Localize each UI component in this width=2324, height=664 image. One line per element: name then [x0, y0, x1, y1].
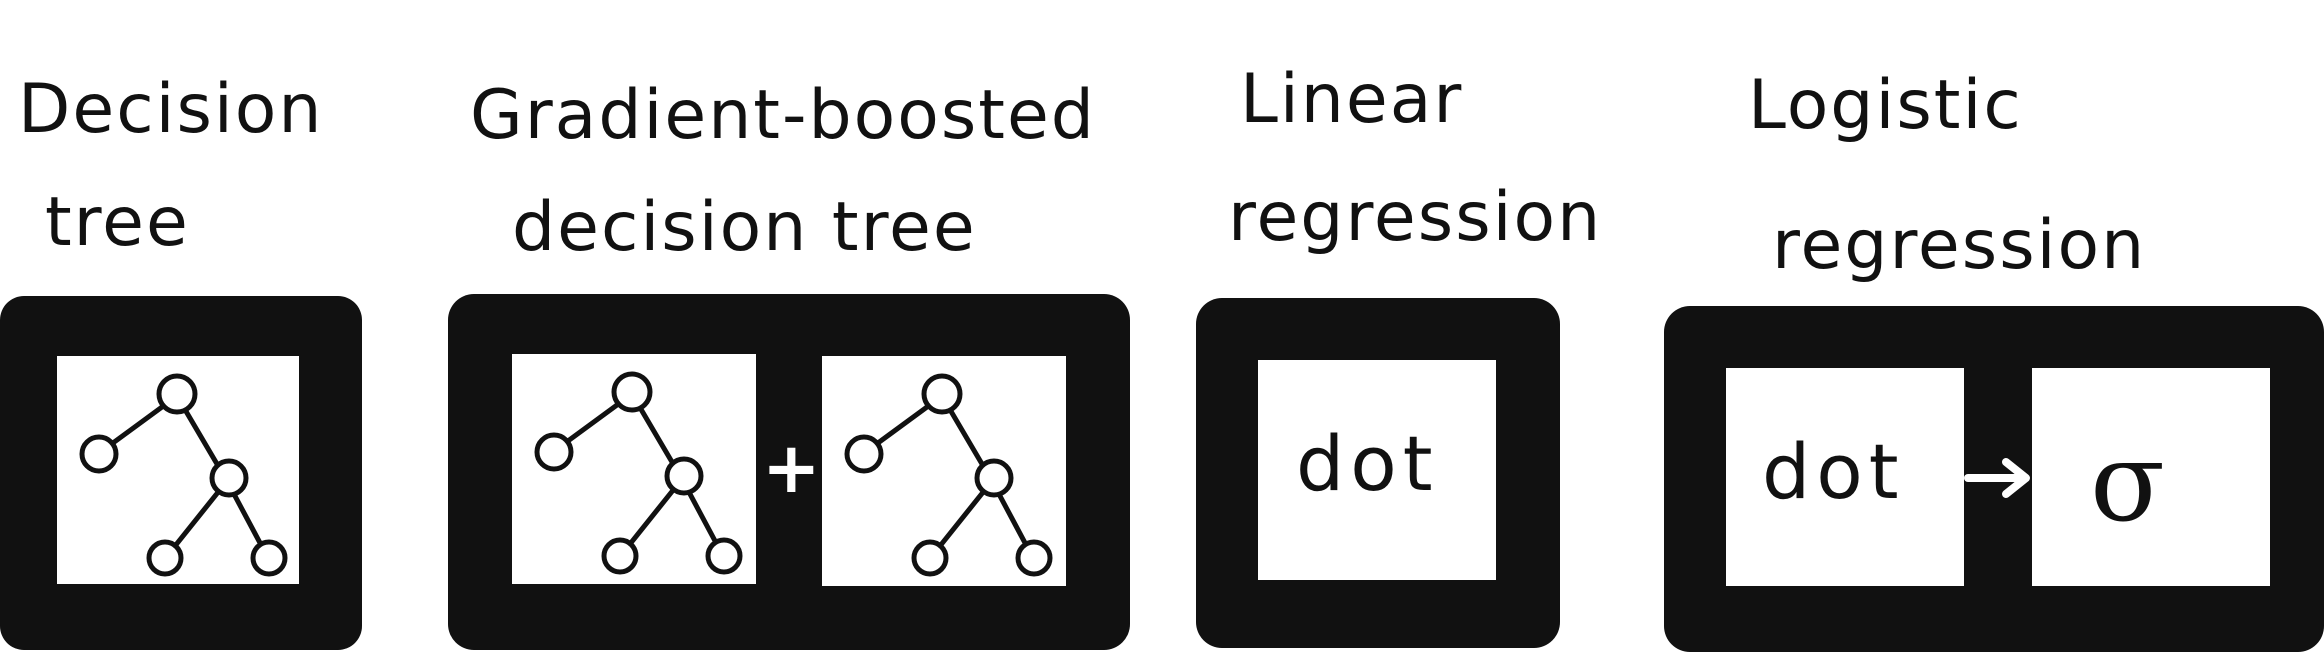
right-arrow-icon [1964, 458, 2030, 498]
sigma-icon: σ [2090, 418, 2165, 546]
model-logistic-regression: Logistic regression dot σ [1664, 66, 2324, 652]
logistic-regression-sigma-box [2032, 368, 2270, 586]
linear-regression-label-line2: regression [1228, 178, 1602, 257]
logistic-regression-dot-box [1726, 368, 1964, 586]
decision-tree-label-line1: Decision [18, 70, 324, 149]
model-decision-tree: Decision tree [0, 70, 362, 650]
linear-regression-label-line1: Linear [1240, 60, 1463, 139]
decision-tree-label-line2: tree [45, 183, 190, 262]
gradient-boosted-label-line1: Gradient-boosted [470, 76, 1096, 155]
linear-regression-dot-text: dot [1296, 419, 1439, 508]
linear-regression-inner-box [1258, 360, 1496, 580]
gradient-boosted-label-line2: decision tree [512, 188, 977, 267]
plus-icon: + [762, 427, 821, 509]
logistic-regression-dot-text: dot [1762, 427, 1905, 516]
logistic-regression-label-line1: Logistic [1748, 66, 2023, 145]
model-gradient-boosted: Gradient-boosted decision tree + [448, 76, 1130, 650]
model-linear-regression: Linear regression dot [1196, 60, 1602, 648]
logistic-regression-label-line2: regression [1772, 206, 2146, 285]
